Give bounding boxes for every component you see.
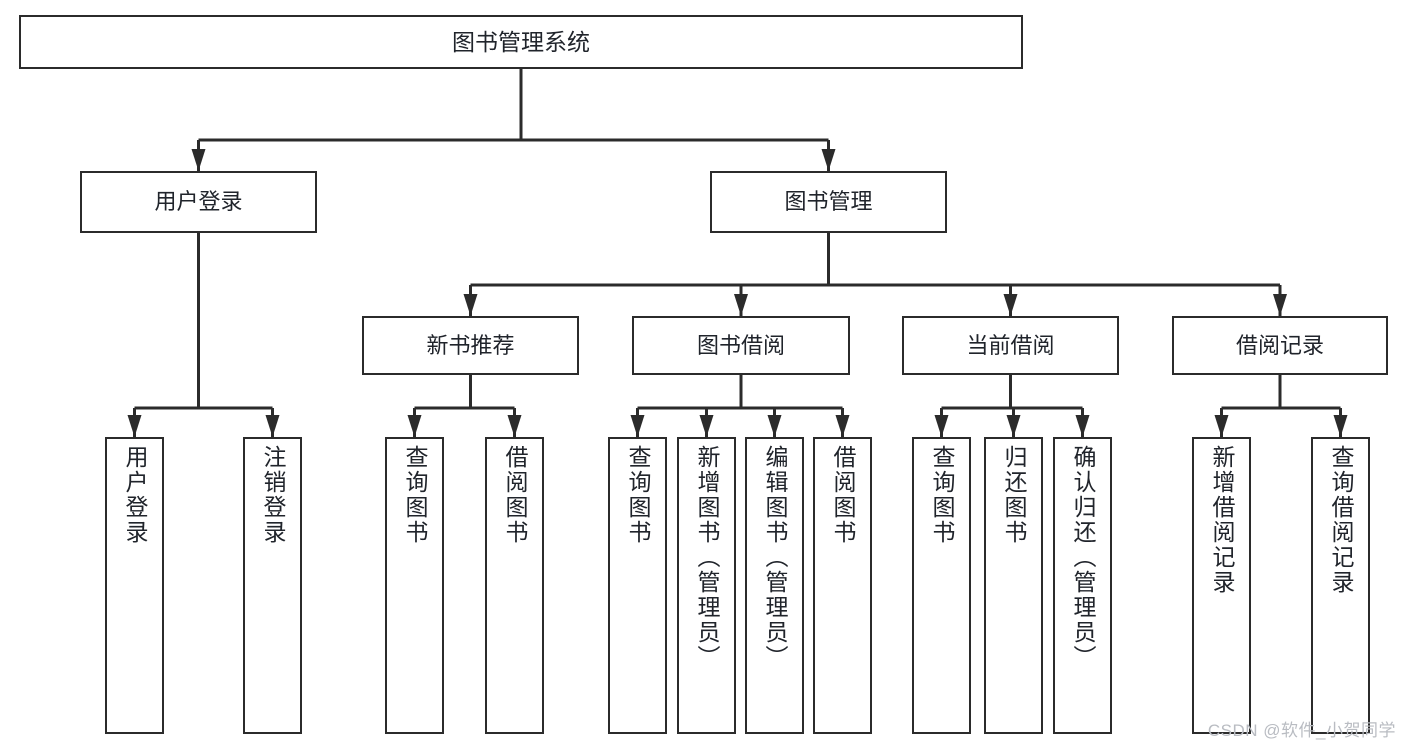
node-label-f6: 新增图书（管理员）	[694, 445, 720, 670]
node-box-l2d[interactable]: 借阅记录	[1172, 316, 1388, 375]
arrow-head-icon	[1273, 294, 1287, 316]
node-label-l2a: 新书推荐	[426, 332, 515, 358]
arrow-head-icon	[630, 415, 645, 437]
arrow-head-icon	[507, 415, 522, 437]
node-label-l2b: 图书借阅	[696, 332, 785, 358]
node-label-f7: 编辑图书（管理员）	[762, 445, 788, 670]
node-box-f2[interactable]: 注销登录	[243, 437, 302, 734]
node-box-f10[interactable]: 归还图书	[984, 437, 1043, 734]
node-label-f9: 查询图书	[929, 445, 955, 545]
node-label-f1: 用户登录	[122, 445, 148, 545]
node-label-l1a: 用户登录	[154, 189, 243, 215]
arrow-head-icon	[127, 415, 142, 437]
node-label-f13: 查询借阅记录	[1328, 445, 1354, 595]
node-box-f11[interactable]: 确认归还（管理员）	[1053, 437, 1112, 734]
node-label-l2d: 借阅记录	[1235, 332, 1324, 358]
node-box-f4[interactable]: 借阅图书	[485, 437, 544, 734]
node-label-root: 图书管理系统	[452, 28, 590, 55]
node-box-f3[interactable]: 查询图书	[385, 437, 444, 734]
node-box-l2b[interactable]: 图书借阅	[632, 316, 850, 375]
arrow-head-icon	[191, 149, 206, 171]
node-box-f12[interactable]: 新增借阅记录	[1192, 437, 1251, 734]
node-label-f8: 借阅图书	[830, 445, 856, 545]
arrow-head-icon	[767, 415, 782, 437]
arrow-head-icon	[734, 294, 748, 316]
node-label-f4: 借阅图书	[502, 445, 528, 545]
node-box-l2c[interactable]: 当前借阅	[902, 316, 1119, 375]
node-box-f8[interactable]: 借阅图书	[813, 437, 872, 734]
arrow-head-icon	[699, 415, 714, 437]
arrow-head-icon	[1075, 415, 1090, 437]
arrow-head-icon	[265, 415, 280, 437]
arrow-head-icon	[1214, 415, 1229, 437]
arrow-head-icon	[407, 415, 422, 437]
arrow-head-icon	[821, 149, 836, 171]
arrow-head-icon	[1333, 415, 1348, 437]
node-box-f5[interactable]: 查询图书	[608, 437, 667, 734]
arrow-head-icon	[1003, 294, 1018, 316]
node-label-f3: 查询图书	[402, 445, 428, 545]
node-label-l2c: 当前借阅	[966, 332, 1055, 358]
node-box-root[interactable]: 图书管理系统	[19, 15, 1023, 69]
arrow-head-icon	[1006, 415, 1021, 437]
node-box-l1a[interactable]: 用户登录	[80, 171, 317, 233]
node-box-f1[interactable]: 用户登录	[105, 437, 164, 734]
node-label-l1b: 图书管理	[784, 189, 873, 215]
arrow-head-icon	[934, 415, 949, 437]
arrow-head-icon	[463, 294, 478, 316]
node-box-f6[interactable]: 新增图书（管理员）	[677, 437, 736, 734]
node-label-f5: 查询图书	[625, 445, 651, 545]
node-label-f11: 确认归还（管理员）	[1070, 445, 1096, 670]
node-label-f2: 注销登录	[260, 445, 286, 545]
node-box-l2a[interactable]: 新书推荐	[362, 316, 579, 375]
node-box-f13[interactable]: 查询借阅记录	[1311, 437, 1370, 734]
arrow-head-icon	[835, 415, 850, 437]
node-box-f9[interactable]: 查询图书	[912, 437, 971, 734]
node-label-f10: 归还图书	[1001, 445, 1027, 545]
node-box-f7[interactable]: 编辑图书（管理员）	[745, 437, 804, 734]
node-box-l1b[interactable]: 图书管理	[710, 171, 947, 233]
node-label-f12: 新增借阅记录	[1209, 445, 1235, 595]
